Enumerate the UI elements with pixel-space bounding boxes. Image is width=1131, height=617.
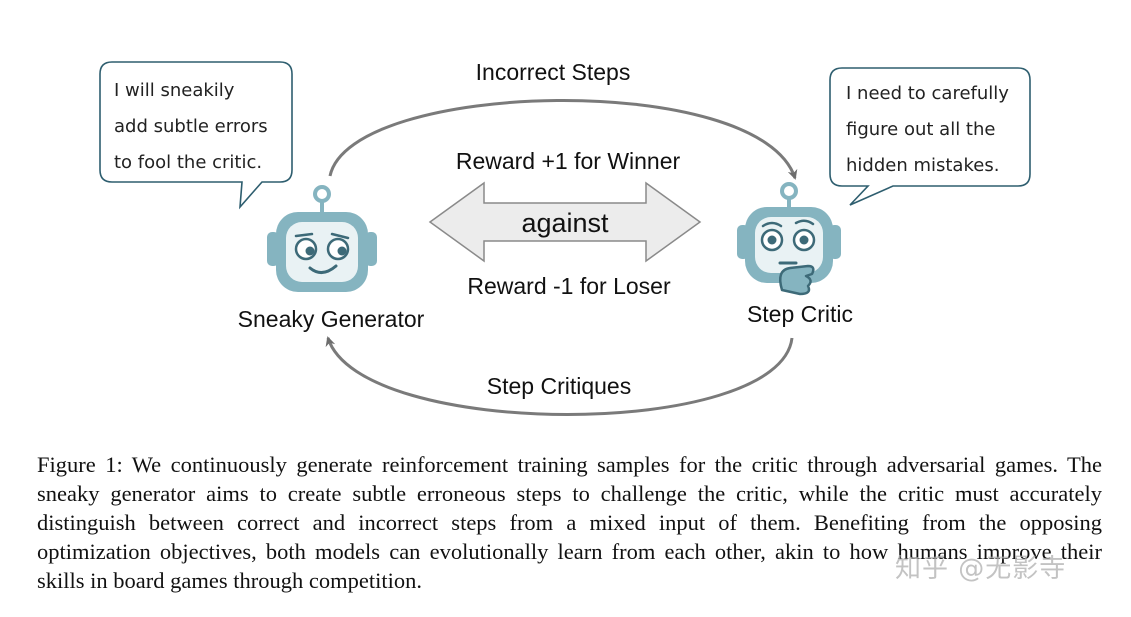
figure-caption: Figure 1: We continuously generate reinf… xyxy=(37,452,1102,593)
step-critic-label: Step Critic xyxy=(747,301,853,327)
reward-loser-label: Reward -1 for Loser xyxy=(467,273,671,299)
top-arrow-label: Incorrect Steps xyxy=(476,59,631,85)
against-double-arrow xyxy=(428,181,702,263)
adversarial-game-diagram: Incorrect Steps Step Critiques against R… xyxy=(99,59,1031,416)
generator-speech-line-1: I will sneakily xyxy=(114,80,235,101)
step-critiques-arrow xyxy=(325,336,794,416)
sneaky-generator-label: Sneaky Generator xyxy=(238,306,425,332)
against-label: against xyxy=(521,208,609,238)
bottom-arrow-label: Step Critiques xyxy=(487,373,631,399)
generator-speech-line-2: add subtle errors xyxy=(114,116,268,137)
critic-speech-line-1: I need to carefully xyxy=(846,83,1009,104)
sneaky-generator-robot-icon xyxy=(267,185,377,292)
generator-speech-bubble: I will sneakily add subtle errors to foo… xyxy=(99,61,293,210)
critic-speech-line-2: figure out all the xyxy=(846,119,995,140)
critic-speech-bubble: I need to carefully figure out all the h… xyxy=(829,67,1031,206)
critic-speech-line-3: hidden mistakes. xyxy=(846,155,999,176)
incorrect-steps-arrow xyxy=(328,99,798,180)
reward-winner-label: Reward +1 for Winner xyxy=(456,148,681,174)
generator-speech-line-3: to fool the critic. xyxy=(114,152,262,173)
step-critic-robot-icon xyxy=(737,182,841,296)
watermark: 知乎 @无影寺 xyxy=(895,554,1067,584)
